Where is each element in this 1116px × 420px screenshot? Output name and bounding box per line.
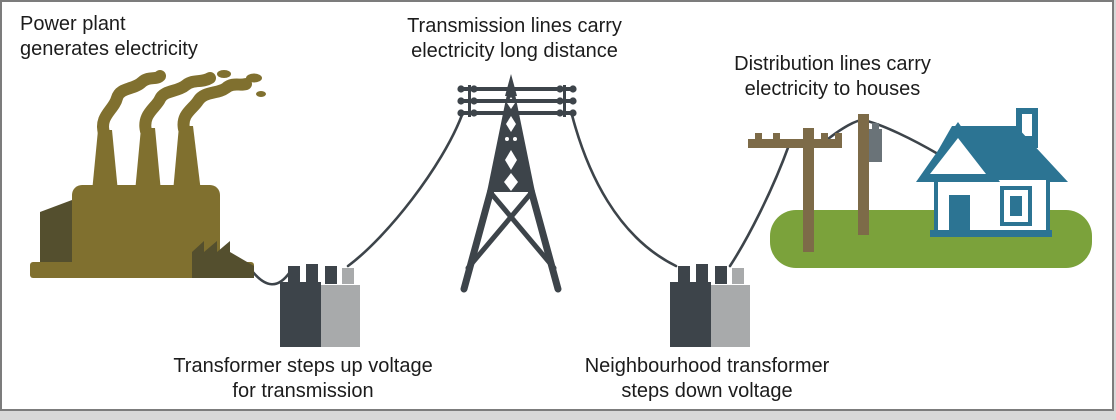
factory-building	[72, 185, 220, 273]
transformer-dark-box	[670, 282, 711, 347]
utility-poles-icon	[748, 114, 882, 252]
tower-leg	[460, 186, 495, 293]
step-down-transformer-icon	[670, 264, 750, 347]
diagram-illustration	[30, 70, 1092, 347]
transformer-light-box	[711, 285, 750, 347]
label-line: generates electricity	[20, 38, 198, 60]
utility-pole	[858, 114, 869, 235]
step-down-transformer-label: Neighbourhood transformer steps down vol…	[547, 354, 867, 404]
pole-crossarm	[748, 139, 842, 148]
label-line: Neighbourhood transformer	[584, 355, 830, 377]
tower-peak	[505, 74, 517, 96]
label-line: steps down voltage	[621, 380, 793, 402]
label-line: Power plant	[20, 13, 126, 35]
label-line: electricity to houses	[744, 78, 921, 100]
transmission-tower-icon	[457, 74, 577, 293]
factory-annex	[40, 200, 72, 268]
house-base	[930, 230, 1052, 237]
label-line: for transmission	[232, 380, 374, 402]
power-plant-icon	[30, 70, 266, 278]
distribution-label: Distribution lines carry electricity to …	[700, 52, 965, 102]
house-icon	[916, 108, 1068, 237]
utility-pole	[803, 128, 814, 252]
label-line: electricity long distance	[411, 40, 618, 62]
label-line: Transmission lines carry	[407, 15, 622, 37]
step-up-transformer-icon	[280, 264, 360, 347]
diagram-frame: Power plant generates electricity Transm…	[0, 0, 1114, 411]
factory-sawtooth-roof	[192, 241, 254, 278]
wire-transformer-to-tower	[346, 113, 464, 268]
pole-transformer-box	[869, 129, 882, 162]
label-line: Distribution lines carry	[734, 53, 931, 75]
power-plant-label: Power plant generates electricity	[20, 12, 270, 62]
wire-tower-to-transformer	[570, 113, 678, 268]
chimney	[173, 126, 201, 192]
label-line: Transformer steps up voltage	[173, 355, 433, 377]
transformer-dark-box	[280, 282, 321, 347]
smoke-plumes	[97, 70, 266, 139]
crossarm-insulators	[755, 133, 842, 140]
house-window	[1000, 186, 1032, 226]
tower-crossarms	[457, 85, 577, 117]
transformer-light-box	[321, 285, 360, 347]
wire-plant-to-transformer	[250, 269, 292, 286]
chimney	[92, 130, 118, 192]
wire-transformer-to-pole	[728, 143, 791, 268]
tower-leg	[527, 186, 562, 293]
wire-pole-to-house	[826, 118, 940, 156]
house-door	[949, 195, 970, 231]
tower-mast	[487, 94, 535, 192]
step-up-transformer-label: Transformer steps up voltage for transmi…	[143, 354, 463, 404]
chimney	[135, 128, 161, 192]
transmission-label: Transmission lines carry electricity lon…	[382, 14, 647, 64]
